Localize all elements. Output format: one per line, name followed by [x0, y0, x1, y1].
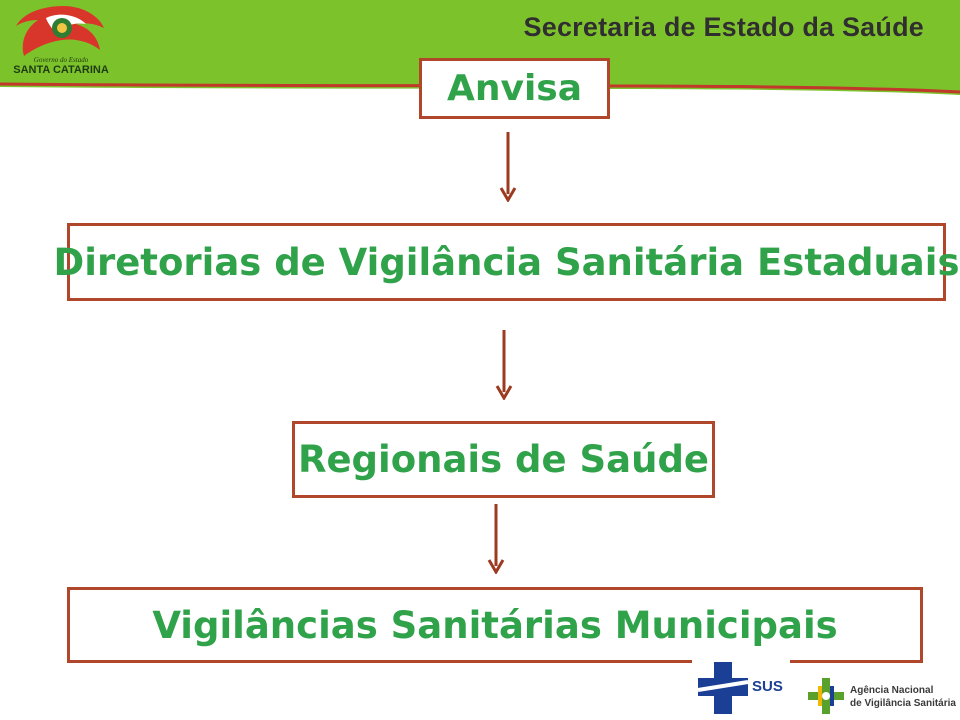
arrow-down-icon — [495, 330, 513, 400]
logo-name: SANTA CATARINA — [13, 64, 109, 76]
header-title: Secretaria de Estado da Saúde — [523, 12, 924, 42]
box-regional-health: Regionais de Saúde — [292, 421, 715, 498]
box-anvisa: Anvisa — [419, 58, 610, 119]
box-municipal-surveillance: Vigilâncias Sanitárias Municipais — [67, 587, 923, 663]
box-state-directorates: Diretorias de Vigilância Sanitária Estad… — [54, 223, 959, 301]
sus-cross-icon — [697, 662, 749, 714]
state-emblem-icon — [16, 6, 104, 56]
anvisa-name-line1: Agência Nacional — [850, 685, 934, 696]
arrow-down-icon — [499, 132, 517, 202]
anvisa-agency-name: Agência Nacional de Vigilância Sanitária — [850, 684, 956, 710]
anvisa-emblem-icon — [808, 678, 844, 714]
sus-label: SUS — [752, 678, 783, 695]
arrow-down-icon — [487, 504, 505, 574]
anvisa-name-line2: de Vigilância Sanitária — [850, 698, 956, 709]
santa-catarina-logo: Governo do Estado SANTA CATARINA — [6, 2, 116, 82]
logo-subtitle: Governo do Estado — [33, 56, 89, 64]
